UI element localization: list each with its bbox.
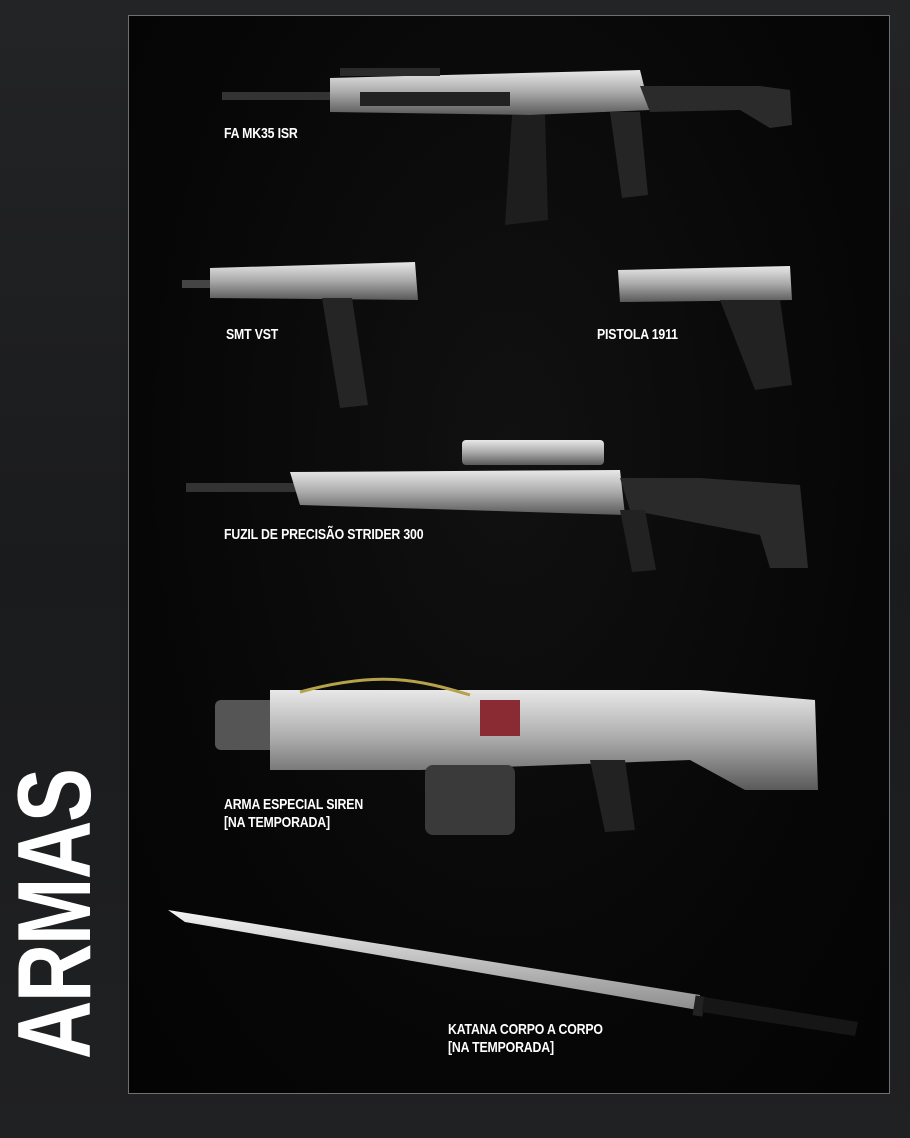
weapon-label-fa-mk35-isr: FA MK35 ISR: [224, 125, 298, 142]
weapon-label-katana: KATANA CORPO A CORPO [NA TEMPORADA]: [448, 1021, 603, 1057]
weapon-name: ARMA ESPECIAL SIREN: [224, 796, 364, 813]
weapon-label-siren: ARMA ESPECIAL SIREN [NA TEMPORADA]: [224, 796, 363, 832]
assault-rifle-image: [222, 68, 792, 225]
katana-image: [168, 910, 858, 1036]
special-weapon-image: [215, 677, 818, 835]
weapon-availability: [NA TEMPORADA]: [448, 1039, 554, 1056]
weapon-name: KATANA CORPO A CORPO: [448, 1021, 603, 1038]
pistol-image: [618, 266, 792, 390]
weapon-availability: [NA TEMPORADA]: [224, 814, 330, 831]
sniper-rifle-image: [186, 440, 808, 572]
weapon-label-strider-300: FUZIL DE PRECISÃO STRIDER 300: [224, 526, 424, 543]
page-title-text: ARMAS: [0, 769, 113, 1060]
smg-image: [182, 262, 418, 408]
page-title: ARMAS: [0, 770, 113, 1100]
weapon-label-pistola-1911: PISTOLA 1911: [597, 326, 678, 343]
weapon-label-smt-vst: SMT VST: [226, 326, 279, 343]
